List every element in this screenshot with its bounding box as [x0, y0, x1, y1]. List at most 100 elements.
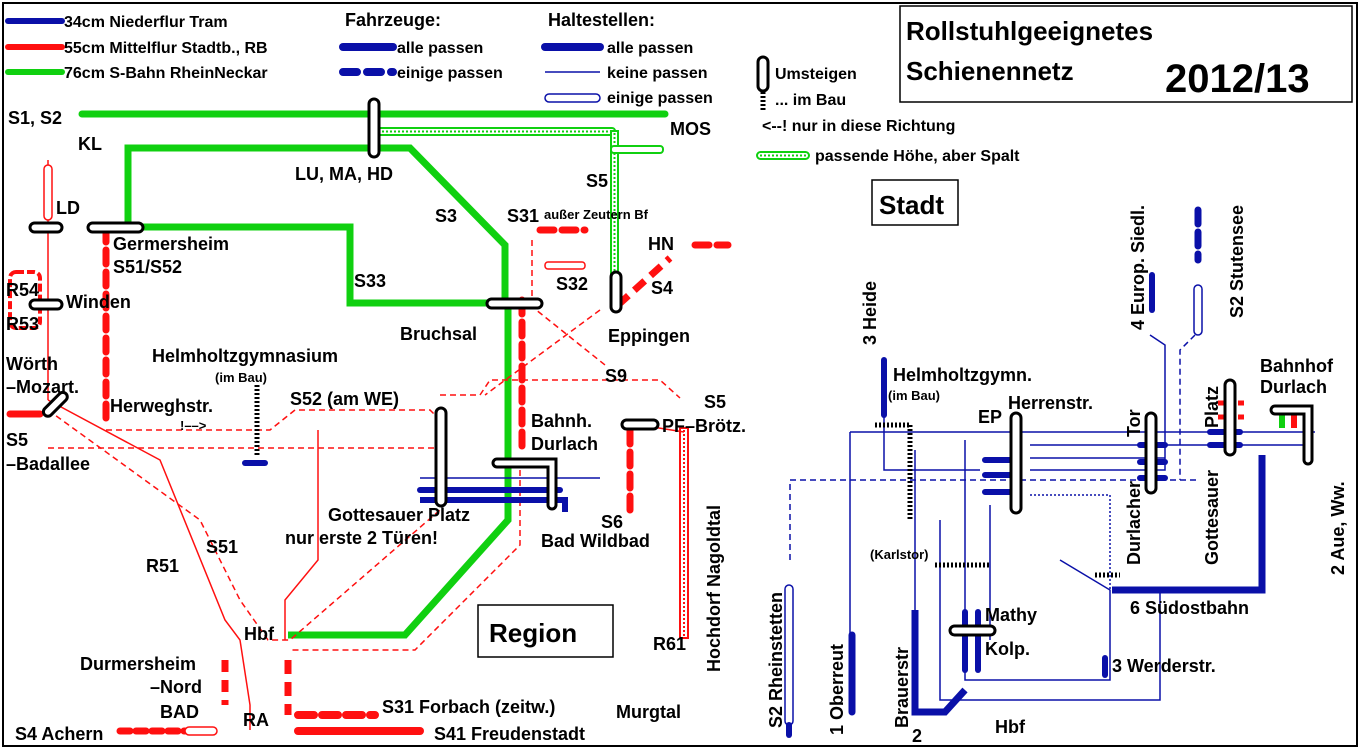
line-s4-hn [615, 255, 673, 308]
label-woerth-1: Wörth [6, 354, 58, 374]
title-year: 2012/13 [1165, 57, 1310, 101]
line-s51 [47, 409, 441, 641]
label-r54: R54 [6, 280, 39, 300]
label-s52-we: S52 (am WE) [290, 389, 399, 409]
label-eppingen: Eppingen [608, 326, 690, 346]
city-transfer-herren [1009, 411, 1023, 515]
city-tram-5 [964, 440, 1111, 681]
title-frame [899, 5, 1353, 103]
legend-stops-all-label: alle passen [607, 40, 693, 57]
city-map: Stadt [766, 179, 1348, 746]
label-ld: LD [56, 198, 80, 218]
label-s5-left-2: –Badallee [6, 454, 90, 474]
label-city-mathy: Mathy [985, 605, 1037, 625]
label-city-karlstor: (Karlstor) [870, 547, 929, 562]
label-r61: R61 [653, 634, 686, 654]
label-s5-top: S5 [586, 171, 608, 191]
legend-mittelflur-label: 55cm Mittelflur Stadtb., RB [64, 40, 268, 57]
label-city-helmholtz: Helmholtzgymn. [893, 365, 1032, 385]
label-ra: RA [243, 710, 269, 730]
label-kl: KL [78, 134, 102, 154]
city-transfer-gottesauer [1223, 378, 1237, 457]
legend-transfer-swatch [756, 55, 770, 93]
legend-tram-label: 34cm Niederflur Tram [64, 14, 228, 31]
title-box: Rollstuhlgeeignetes Schienennetz 2012/13 [899, 5, 1353, 103]
transfer-lu [367, 97, 381, 159]
transfer-eppingen [609, 270, 623, 314]
label-city-aue: 2 Aue, Ww. [1328, 481, 1348, 575]
line-s32-stop [544, 261, 586, 270]
label-winden: Winden [66, 292, 131, 312]
region-box-label: Region [489, 618, 577, 648]
label-hn: HN [648, 234, 674, 254]
region-box [477, 604, 614, 658]
legend-stops-some-swatch [544, 93, 601, 103]
title-line2: Schienennetz [906, 56, 1074, 86]
label-lu: LU, MA, HD [295, 164, 393, 184]
label-city-suedost: 6 Südostbahn [1130, 598, 1249, 618]
line-r51 [47, 399, 251, 730]
city-line-aue [1112, 455, 1266, 594]
legend-vehicles-title: Fahrzeuge: [345, 10, 441, 30]
legend-stops-none-label: keine passen [607, 65, 708, 82]
legend-transfer-label: Umsteigen [775, 66, 857, 83]
label-city-bahnhof-1: Bahnhof [1260, 356, 1334, 376]
title-line1: Rollstuhlgeeignetes [906, 16, 1153, 46]
legend-vehicles-some-label: einige passen [397, 65, 503, 82]
label-city-kolp: Kolp. [985, 639, 1030, 659]
legend-sbahn-label: 76cm S-Bahn RheinNeckar [64, 65, 268, 82]
label-r53: R53 [6, 314, 39, 334]
label-city-heide: 3 Heide [860, 281, 880, 345]
label-city-im-bau: (im Bau) [888, 388, 940, 403]
transfer-gottesauer [434, 406, 448, 508]
legend-vehicles-all-label: alle passen [397, 40, 483, 57]
line-bad-stop [184, 726, 218, 736]
legend-gap-swatch [756, 151, 810, 160]
legend-one-direction-label: <--! nur in diese Richtung [762, 118, 955, 135]
legend-transfer-building-label: ... im Bau [775, 92, 846, 109]
city-box-label: Stadt [879, 190, 944, 220]
label-ausser: außer Zeutern Bf [544, 207, 649, 222]
label-helmholtz: Helmholtzgymnasium [152, 346, 338, 366]
line-s3-south [288, 303, 512, 639]
label-bad: BAD [160, 702, 199, 722]
city-transfer-mathy [948, 624, 997, 637]
city-transfer-tor [1144, 411, 1158, 495]
label-bad-wildbad: Bad Wildbad [541, 531, 650, 551]
label-s33: S33 [354, 271, 386, 291]
label-s5-left-1: S5 [6, 430, 28, 450]
line-r-murg [292, 470, 521, 651]
label-city-durlacher: Durlacher [1124, 481, 1144, 565]
label-pf: PF–Brötz. [662, 416, 746, 436]
label-city-rheinstetten: S2 Rheinstetten [766, 592, 786, 728]
legend: 34cm Niederflur Tram 55cm Mittelflur Sta… [5, 10, 1020, 165]
city-tram-12 [1030, 494, 1111, 590]
label-s4: S4 [651, 278, 673, 298]
city-line-braeuer [911, 610, 968, 716]
city-tram-9 [1030, 334, 1166, 471]
label-bahnh-1: Bahnh. [531, 411, 592, 431]
label-s6: S6 [601, 512, 623, 532]
transfer-durlach-inner [494, 460, 555, 508]
label-s51: S51 [206, 537, 238, 557]
label-city-werderstr: 3 Werderstr. [1112, 656, 1216, 676]
region-map: Region S1, S2 KL LU, MA, HD MOS S5 S3 S3… [6, 97, 746, 744]
legend-stops-title: Haltestellen: [548, 10, 655, 30]
label-woerth-2: –Mozart. [6, 377, 79, 397]
transfer-germersheim [86, 221, 145, 234]
label-s32: S32 [556, 274, 588, 294]
line-r61 [679, 427, 689, 639]
label-city-two: 2 [912, 726, 922, 746]
label-bahnh-2: Durlach [531, 434, 598, 454]
transfer-pf [620, 418, 660, 431]
label-s9: S9 [605, 366, 627, 386]
line-gap-s5-branch [610, 145, 664, 154]
label-city-ep: EP [978, 407, 1002, 427]
label-nur-erste: nur erste 2 Türen! [285, 528, 438, 548]
label-durmersheim-1: Durmersheim [80, 654, 196, 674]
label-r51: R51 [146, 556, 179, 576]
label-hbf: Hbf [244, 624, 275, 644]
label-city-platz: Platz [1202, 386, 1222, 428]
city-tram-11 [789, 479, 1200, 560]
